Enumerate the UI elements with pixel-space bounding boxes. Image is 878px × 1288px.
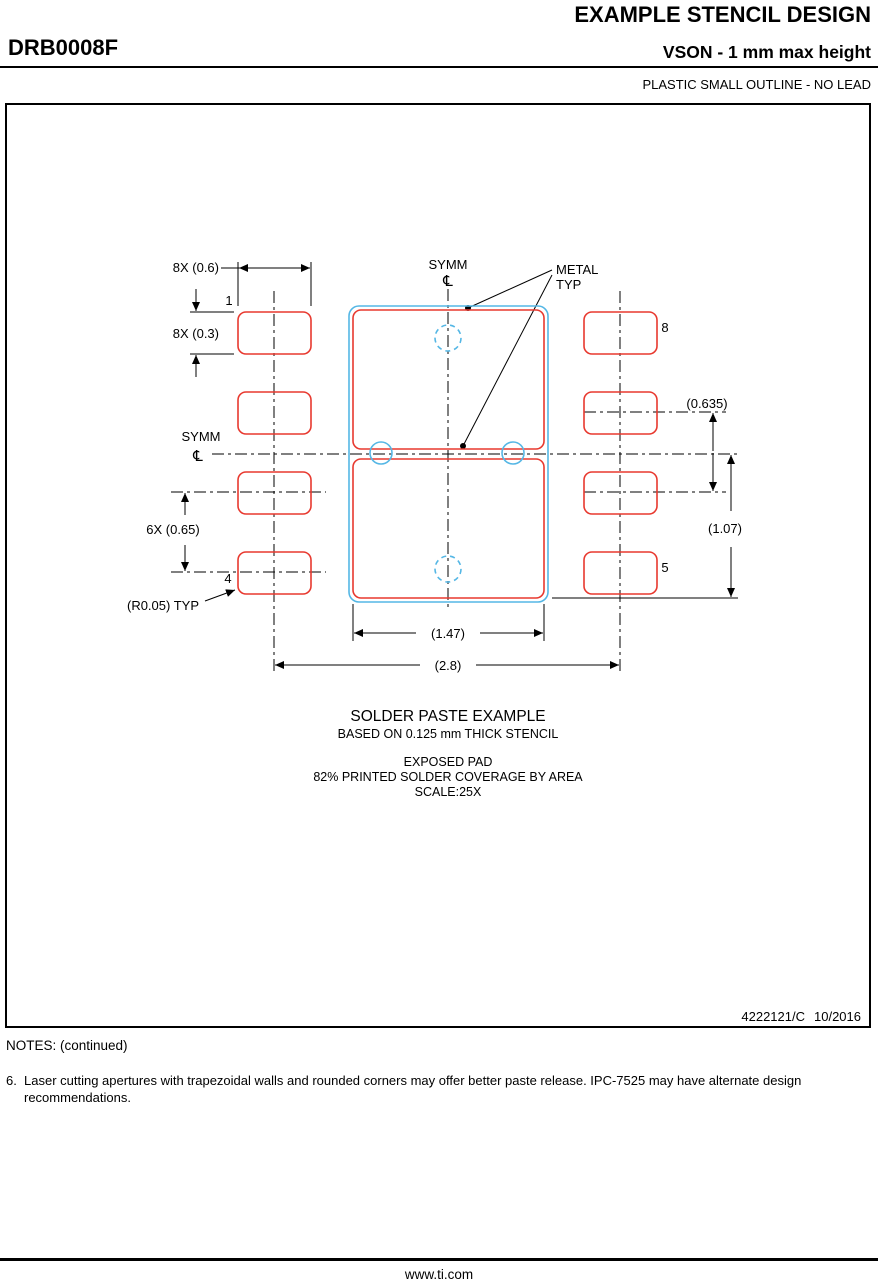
dim-epad-half-label: (1.07) [708, 521, 742, 536]
via-circle-top [434, 324, 462, 352]
pin-4-label: 4 [224, 571, 231, 586]
leader-dots [460, 305, 471, 449]
dim-epad-width-label: (1.47) [431, 626, 465, 641]
caption-title: SOLDER PASTE EXAMPLE [350, 708, 545, 725]
pin-8-label: 8 [661, 320, 668, 335]
pin-1-label: 1 [225, 293, 232, 308]
pad-3 [237, 471, 312, 515]
note-6: 6. Laser cutting apertures with trapezoi… [6, 1072, 852, 1106]
symm-left-centerline-icon: ℄ [192, 448, 203, 465]
pad-6 [583, 471, 658, 515]
pad-outlines [237, 309, 658, 599]
metal-typ-label-line1: METAL [556, 262, 598, 277]
dimension-lines [181, 264, 735, 669]
pad-1 [237, 311, 312, 355]
footer-rule [0, 1258, 878, 1261]
metal-leader-1 [467, 269, 553, 309]
dim-lead-pitch-label: 6X (0.65) [146, 522, 199, 537]
radius-leader [204, 589, 236, 602]
note-text: Laser cutting apertures with trapezoidal… [24, 1073, 802, 1106]
drawing-frame: 8X (0.6) 1 8X (0.3) SYMM ℄ METAL TYP 8 (… [5, 103, 871, 1028]
pad-4 [237, 551, 312, 595]
notes-heading: NOTES: (continued) [6, 1038, 128, 1053]
doc-number: 4222121/C [741, 1009, 805, 1024]
symm-left-label: SYMM [182, 429, 221, 444]
package-title: VSON - 1 mm max height [662, 42, 871, 62]
epad-metal-outline [348, 305, 549, 603]
package-subtitle: PLASTIC SMALL OUTLINE - NO LEAD [642, 77, 871, 92]
ti-website-link[interactable]: www.ti.com [404, 1267, 474, 1282]
doc-title: EXAMPLE STENCIL DESIGN [574, 2, 871, 27]
epad-paste-bottom [352, 458, 545, 599]
pad-5 [583, 551, 658, 595]
caption-line4: 82% PRINTED SOLDER COVERAGE BY AREA [313, 770, 583, 784]
dim-total-width-label: (2.8) [435, 658, 462, 673]
dim-pad-height-label: 8X (0.3) [173, 326, 219, 341]
part-number: DRB0008F [8, 35, 119, 60]
dim-pad-width-label: 8X (0.6) [173, 260, 219, 275]
metal-leader-2 [462, 274, 553, 447]
header-rule [0, 66, 878, 68]
caption-subtitle: BASED ON 0.125 mm THICK STENCIL [338, 727, 559, 741]
leader-lines [204, 269, 553, 602]
metal-leader-dot-2 [460, 443, 466, 449]
symm-top-label: SYMM [429, 257, 468, 272]
doc-date: 10/2016 [814, 1009, 861, 1024]
stencil-circle-right [501, 441, 525, 465]
stencil-outlines [348, 305, 549, 603]
pad-2 [237, 391, 312, 435]
epad-paste-top [352, 309, 545, 450]
stencil-drawing: 8X (0.6) 1 8X (0.3) SYMM ℄ METAL TYP 8 (… [127, 257, 861, 1024]
caption-line5: SCALE:25X [415, 785, 482, 799]
centerlines [171, 289, 738, 673]
caption-line3: EXPOSED PAD [404, 755, 493, 769]
drawing-labels: 8X (0.6) 1 8X (0.3) SYMM ℄ METAL TYP 8 (… [127, 257, 742, 673]
symm-top-centerline-icon: ℄ [442, 273, 453, 290]
doc-number-block: 4222121/C 10/2016 [741, 1009, 861, 1024]
pin-5-label: 5 [661, 560, 668, 575]
extension-lines [190, 262, 738, 641]
dim-corner-radius-label: (R0.05) TYP [127, 598, 199, 613]
note-number: 6. [6, 1073, 17, 1088]
via-circle-bottom [434, 555, 462, 583]
metal-typ-label-line2: TYP [556, 277, 581, 292]
caption-block: SOLDER PASTE EXAMPLE BASED ON 0.125 mm T… [313, 708, 583, 799]
stencil-circle-left [369, 441, 393, 465]
pad-7 [583, 391, 658, 435]
dim-row-pitch-label: (0.635) [686, 396, 727, 411]
pad-8 [583, 311, 658, 355]
